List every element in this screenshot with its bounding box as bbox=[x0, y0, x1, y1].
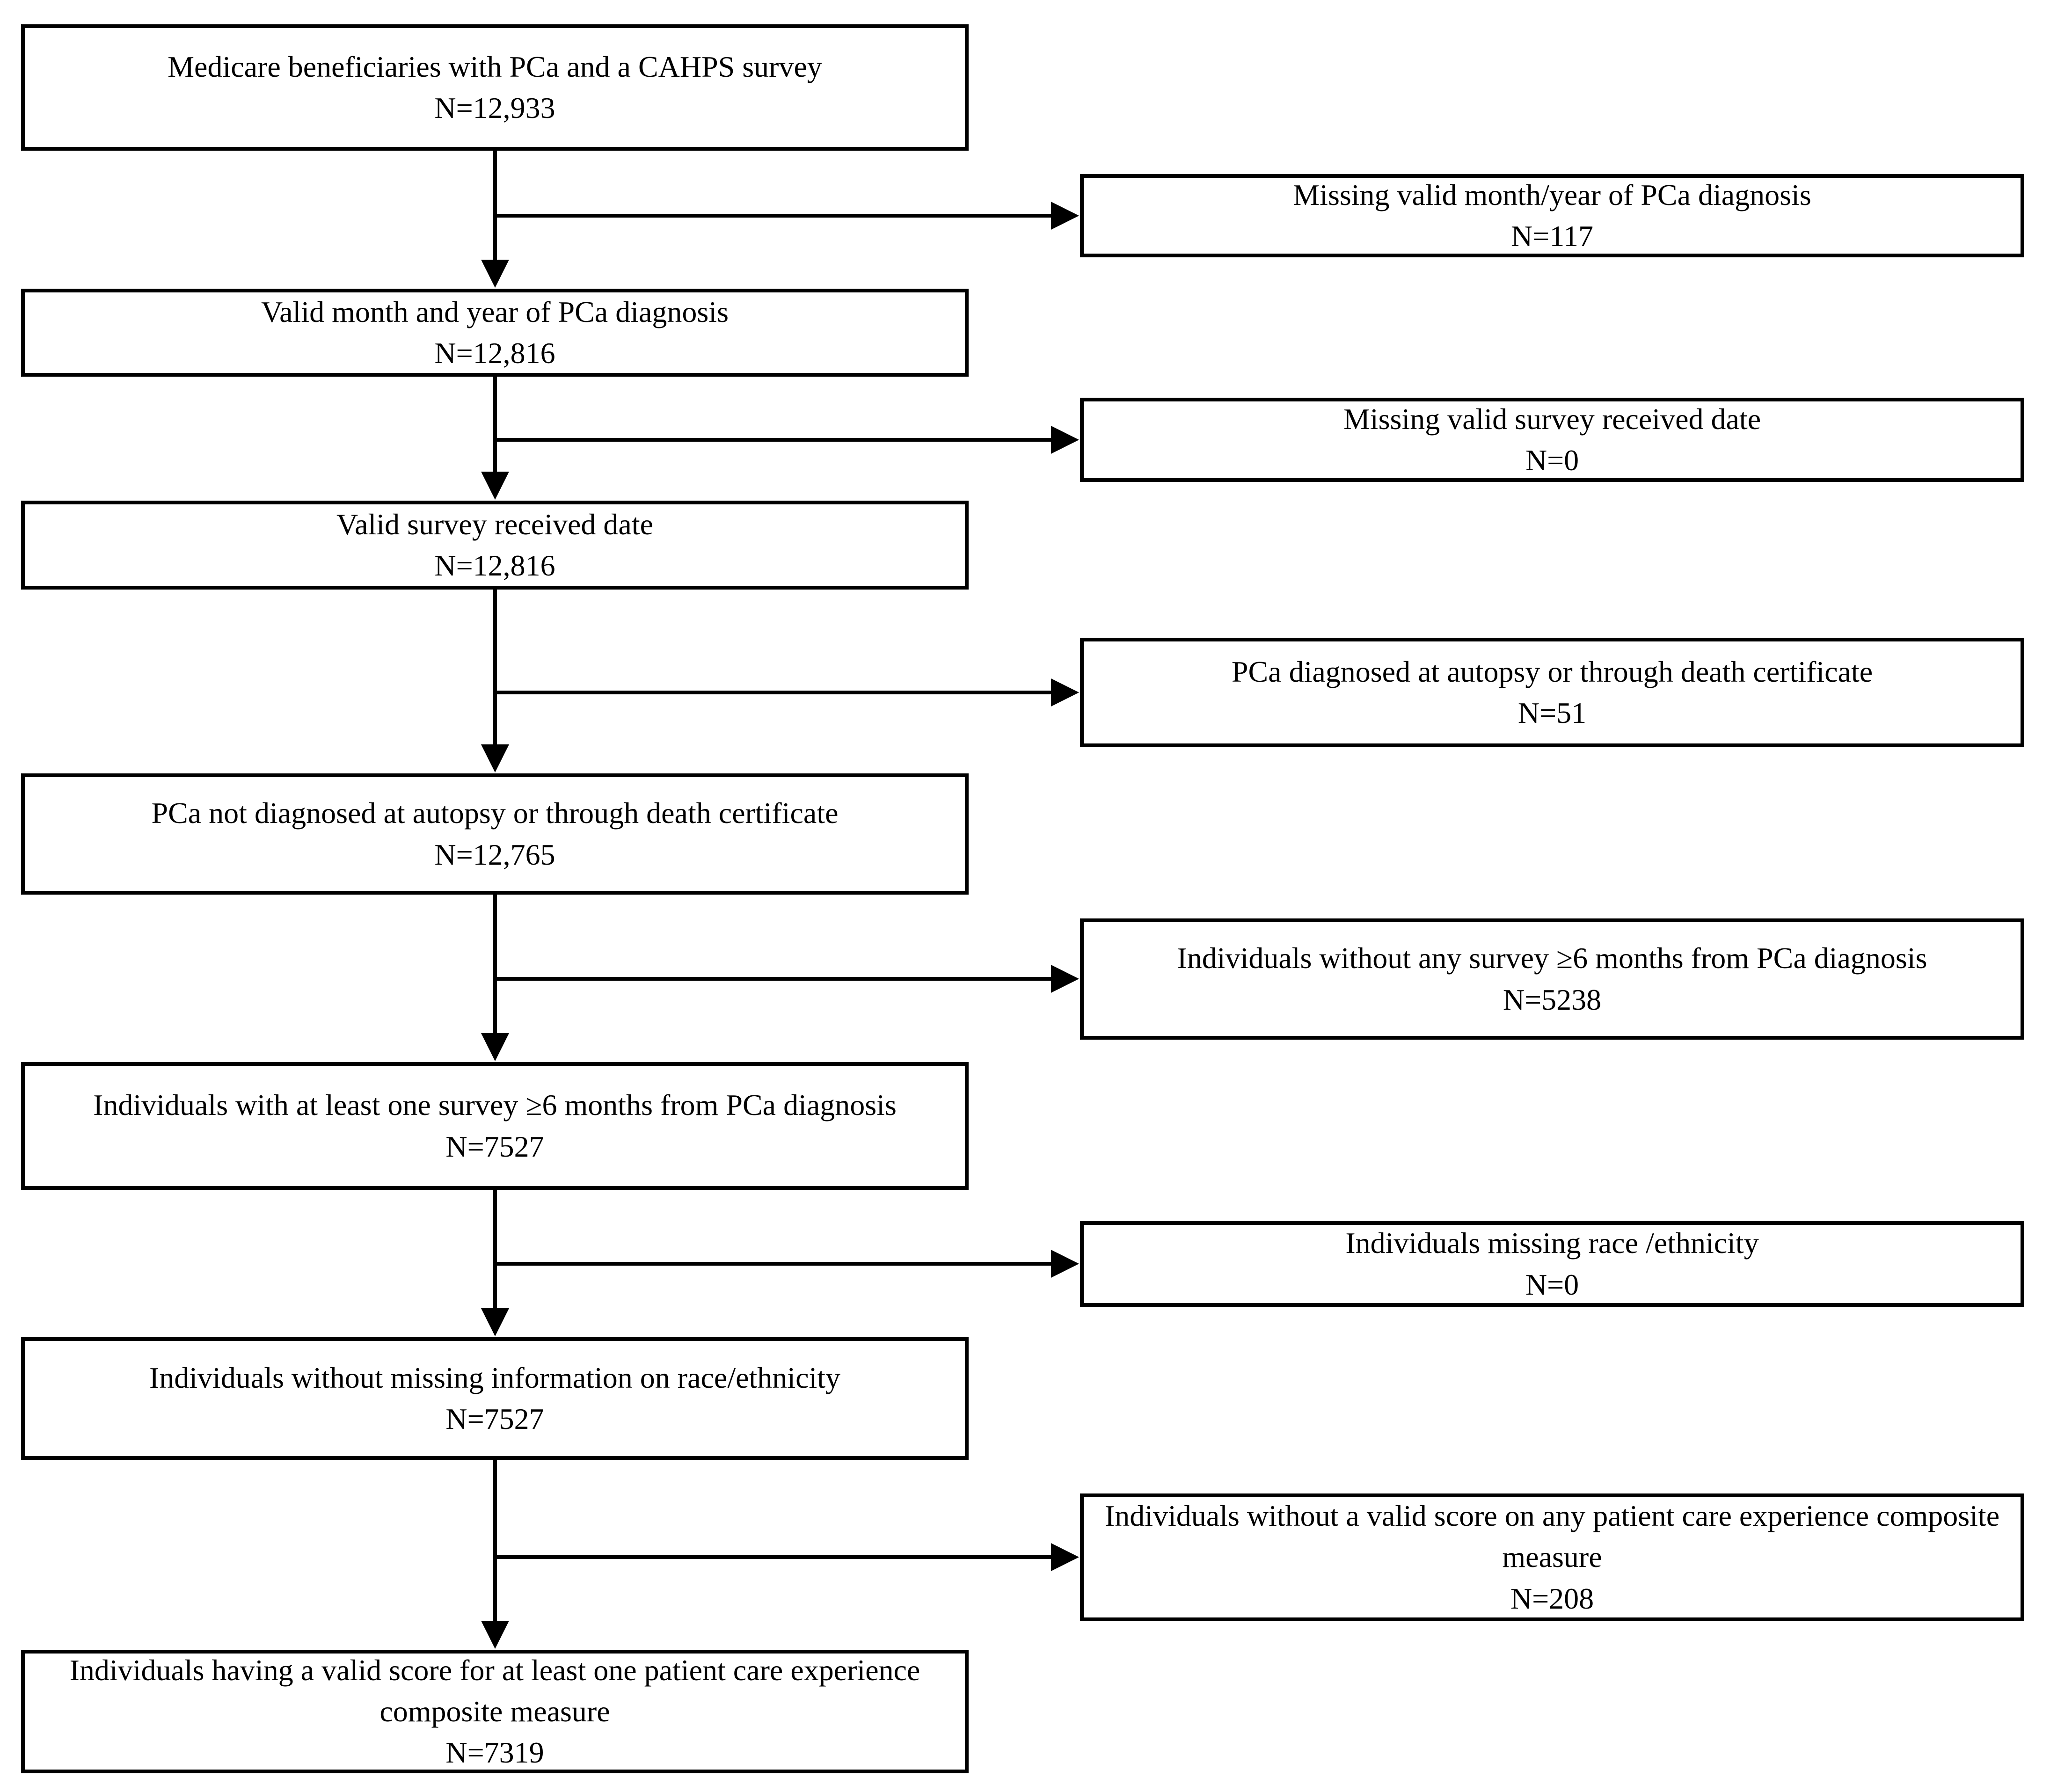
box-excl-no-survey-6-months: Individuals without any survey ≥6 months… bbox=[1080, 918, 2024, 1040]
arrow-down-5 bbox=[481, 1188, 509, 1336]
box-excl-no-valid-score: Individuals without a valid score on any… bbox=[1080, 1493, 2024, 1621]
box-n-value: N=12,765 bbox=[434, 838, 555, 871]
box-race-ethnicity-complete: Individuals without missing information … bbox=[21, 1337, 969, 1460]
box-n-value: N=5238 bbox=[1503, 983, 1602, 1016]
box-n-value: N=12,933 bbox=[434, 91, 555, 124]
arrow-down-4 bbox=[481, 893, 509, 1061]
box-n-value: N=117 bbox=[1511, 219, 1593, 253]
box-valid-month-year: Valid month and year of PCa diagnosis N=… bbox=[21, 289, 969, 377]
box-n-value: N=12,816 bbox=[434, 549, 555, 582]
box-label: Individuals without any survey ≥6 months… bbox=[1177, 941, 1927, 975]
arrow-down-1 bbox=[481, 149, 509, 288]
box-n-value: N=0 bbox=[1525, 444, 1579, 477]
box-excl-missing-month-year: Missing valid month/year of PCa diagnosi… bbox=[1080, 174, 2024, 257]
box-label: PCa not diagnosed at autopsy or through … bbox=[151, 796, 839, 830]
box-label: Individuals with at least one survey ≥6 … bbox=[93, 1088, 897, 1122]
box-excl-missing-race: Individuals missing race /ethnicity N=0 bbox=[1080, 1221, 2024, 1307]
arrow-down-3 bbox=[481, 588, 509, 772]
box-n-value: N=7527 bbox=[445, 1129, 544, 1163]
arrow-down-2 bbox=[481, 375, 509, 500]
box-n-value: N=51 bbox=[1517, 696, 1587, 729]
box-label: Medicare beneficiaries with PCa and a CA… bbox=[168, 50, 822, 83]
box-label: PCa diagnosed at autopsy or through deat… bbox=[1231, 655, 1873, 688]
box-label: Individuals missing race /ethnicity bbox=[1345, 1226, 1759, 1260]
box-excl-missing-survey-date: Missing valid survey received date N=0 bbox=[1080, 398, 2024, 482]
box-n-value: N=12,816 bbox=[434, 336, 555, 370]
arrow-right-1 bbox=[495, 202, 1079, 230]
box-n-value: N=7527 bbox=[445, 1402, 544, 1435]
box-label: Individuals having a valid score for at … bbox=[69, 1653, 920, 1728]
box-label: Valid month and year of PCa diagnosis bbox=[261, 295, 729, 328]
arrow-right-3 bbox=[495, 678, 1079, 707]
arrow-right-4 bbox=[495, 965, 1079, 993]
arrow-right-6 bbox=[495, 1543, 1079, 1571]
arrow-down-6 bbox=[481, 1458, 509, 1649]
arrow-right-5 bbox=[495, 1250, 1079, 1278]
box-survey-6-months: Individuals with at least one survey ≥6 … bbox=[21, 1062, 969, 1190]
box-excl-autopsy-diagnosed: PCa diagnosed at autopsy or through deat… bbox=[1080, 638, 2024, 747]
box-n-value: N=7319 bbox=[445, 1736, 544, 1770]
box-label: Missing valid month/year of PCa diagnosi… bbox=[1293, 178, 1811, 211]
box-n-value: N=0 bbox=[1525, 1268, 1579, 1301]
box-not-autopsy-diagnosed: PCa not diagnosed at autopsy or through … bbox=[21, 773, 969, 895]
box-label: Individuals without missing information … bbox=[149, 1361, 841, 1394]
arrow-right-2 bbox=[495, 426, 1079, 454]
box-label: Individuals without a valid score on any… bbox=[1104, 1499, 2000, 1574]
box-cohort-initial: Medicare beneficiaries with PCa and a CA… bbox=[21, 24, 969, 151]
box-valid-composite-score: Individuals having a valid score for at … bbox=[21, 1650, 969, 1773]
box-label: Valid survey received date bbox=[336, 507, 654, 541]
box-n-value: N=208 bbox=[1510, 1581, 1594, 1615]
box-label: Missing valid survey received date bbox=[1343, 402, 1761, 436]
box-valid-survey-date: Valid survey received date N=12,816 bbox=[21, 501, 969, 590]
